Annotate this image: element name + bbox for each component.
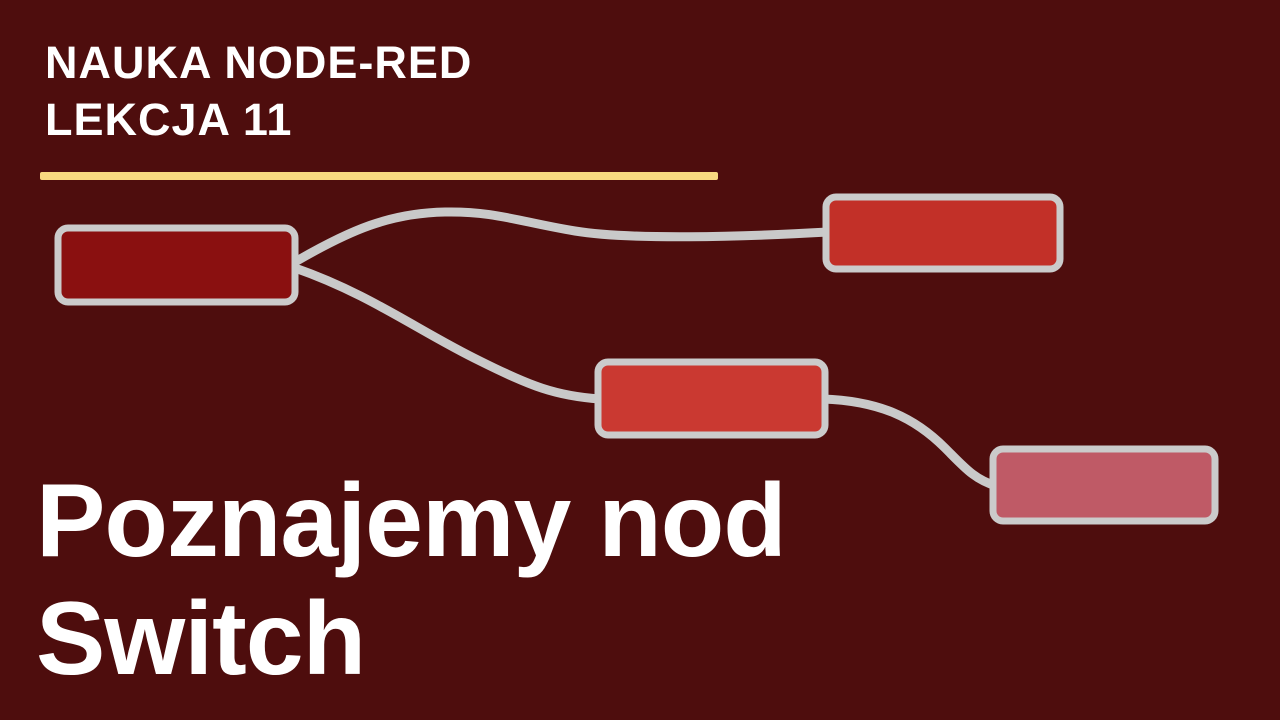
header-line2: LEKCJA 11 bbox=[45, 94, 293, 145]
wire-source-to-top bbox=[290, 207, 833, 267]
header: NAUKA NODE-RED LEKCJA 11 bbox=[45, 34, 472, 148]
title-line1: Poznajemy nod bbox=[36, 463, 787, 579]
node-source bbox=[54, 224, 299, 306]
node-switch bbox=[594, 358, 829, 439]
title-line2: Switch bbox=[36, 581, 366, 697]
node-output-top bbox=[822, 193, 1064, 273]
page-title: Poznajemy nod Switch bbox=[36, 462, 787, 698]
wire-source-to-switch bbox=[290, 263, 605, 404]
node-output-bottom bbox=[989, 445, 1219, 525]
header-line1: NAUKA NODE-RED bbox=[45, 37, 473, 88]
accent-underline bbox=[40, 172, 718, 180]
wire-switch-to-bottom bbox=[818, 394, 1001, 491]
